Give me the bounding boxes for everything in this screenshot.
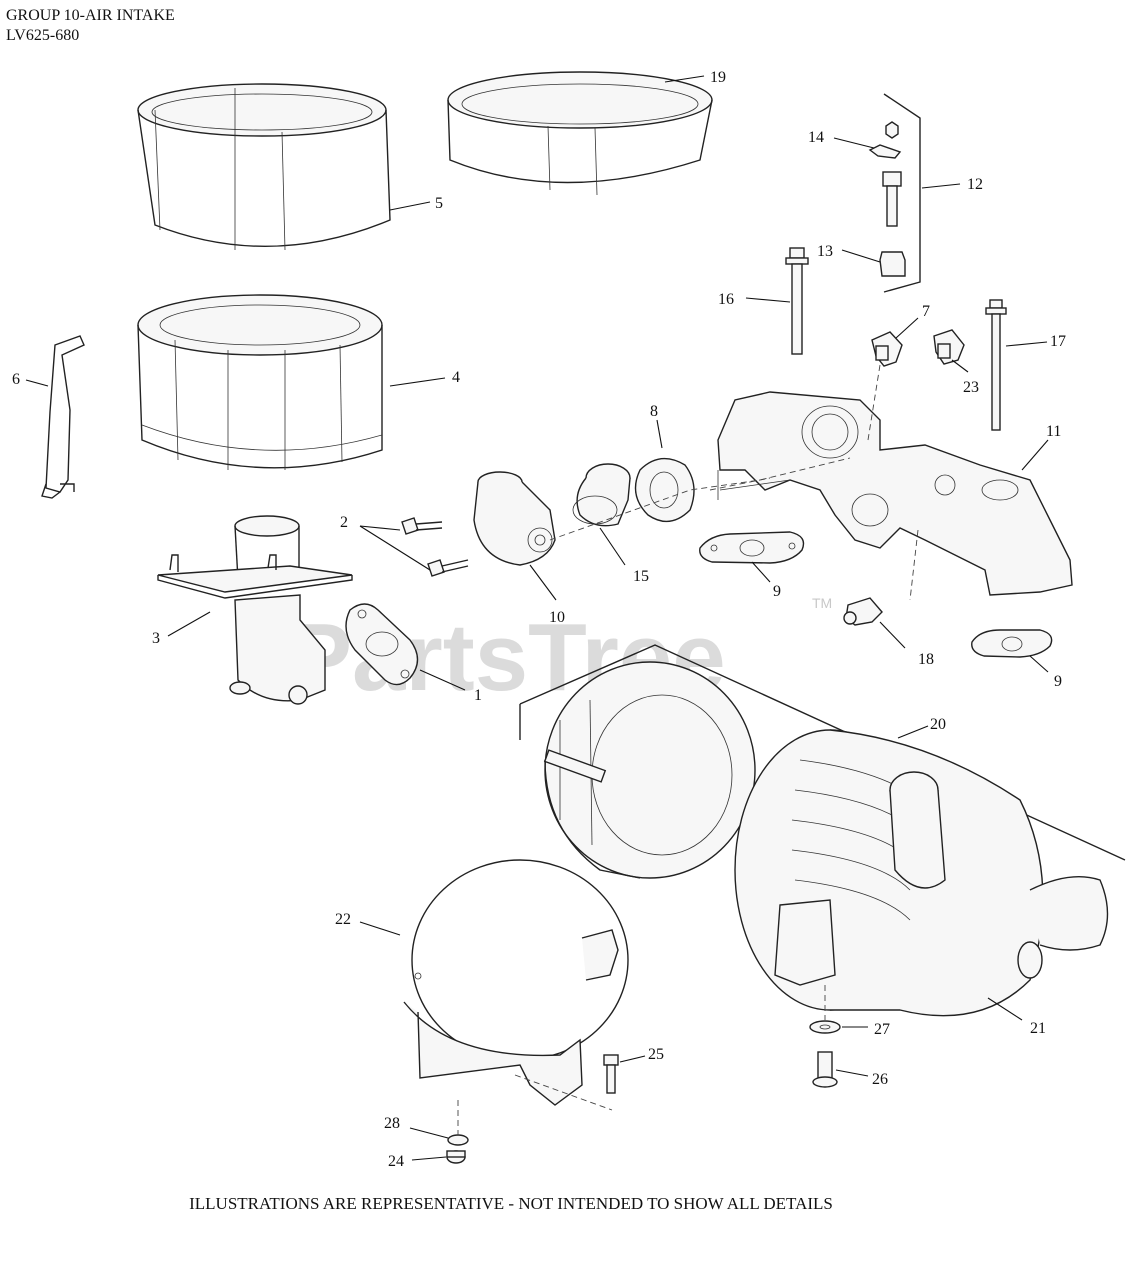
watermark-tm: TM	[812, 595, 832, 611]
part-18-switch	[843, 597, 883, 626]
part-3-intake-elbow	[157, 515, 353, 705]
callout-4: 4	[452, 369, 460, 386]
callout-17: 17	[1050, 333, 1066, 350]
callout-7: 7	[922, 303, 930, 320]
part-6-strap	[41, 335, 85, 499]
callout-3: 3	[152, 630, 160, 647]
callout-15: 15	[633, 568, 649, 585]
callout-12: 12	[967, 176, 983, 193]
part-1-gasket	[345, 603, 419, 686]
callout-21: 21	[1030, 1020, 1046, 1037]
callout-8: 8	[650, 403, 658, 420]
callout-16: 16	[718, 291, 734, 308]
callout-14: 14	[808, 129, 824, 146]
disclaimer-note: ILLUSTRATIONS ARE REPRESENTATIVE - NOT I…	[189, 1194, 833, 1213]
part-9-gasket-b	[971, 629, 1053, 658]
part-16-bolt	[785, 247, 809, 355]
part-24-nut	[446, 1150, 466, 1164]
callout-24: 24	[388, 1153, 404, 1170]
part-28-washer	[447, 1134, 469, 1146]
part-19-precleaner	[447, 71, 713, 196]
callout-28: 28	[384, 1115, 400, 1132]
part-15-coupling	[572, 463, 631, 527]
part-20-cleaner-cover	[543, 661, 756, 879]
part-8-gasket	[634, 457, 695, 523]
part-23-fitting	[933, 329, 965, 365]
part-21-cleaner-housing	[734, 729, 1109, 1017]
callout-11: 11	[1046, 423, 1061, 440]
callout-2: 2	[340, 514, 348, 531]
part-4-filter-element	[137, 294, 383, 470]
callout-6: 6	[12, 371, 20, 388]
part-22-mounting-band	[403, 859, 629, 1106]
part-10-elbow	[473, 471, 556, 566]
model-number: LV625-680	[6, 27, 80, 44]
part-11-manifold	[717, 391, 1073, 596]
callout-22: 22	[335, 911, 351, 928]
callout-9-a: 9	[773, 583, 781, 600]
diagram-title: GROUP 10-AIR INTAKE	[6, 7, 175, 24]
callout-23: 23	[963, 379, 979, 396]
callout-18: 18	[918, 651, 934, 668]
callout-26: 26	[872, 1071, 888, 1088]
callout-19: 19	[710, 69, 726, 86]
callout-9-b: 9	[1054, 673, 1062, 690]
part-26-screw	[812, 1051, 838, 1088]
part-7-fitting	[871, 331, 903, 367]
part-12-sensor-assembly	[868, 93, 921, 293]
part-9-gasket-a	[699, 531, 805, 564]
callout-13: 13	[817, 243, 833, 260]
part-5-precleaner	[137, 83, 391, 251]
callout-1: 1	[474, 687, 482, 704]
part-17-bolt	[985, 299, 1007, 431]
callout-5: 5	[435, 195, 443, 212]
callout-10: 10	[549, 609, 565, 626]
callout-25: 25	[648, 1046, 664, 1063]
part-2-screws	[401, 517, 469, 577]
callout-20: 20	[930, 716, 946, 733]
callout-27: 27	[874, 1021, 890, 1038]
part-27-lockwasher	[809, 1020, 841, 1034]
part-25-screw	[603, 1054, 619, 1094]
